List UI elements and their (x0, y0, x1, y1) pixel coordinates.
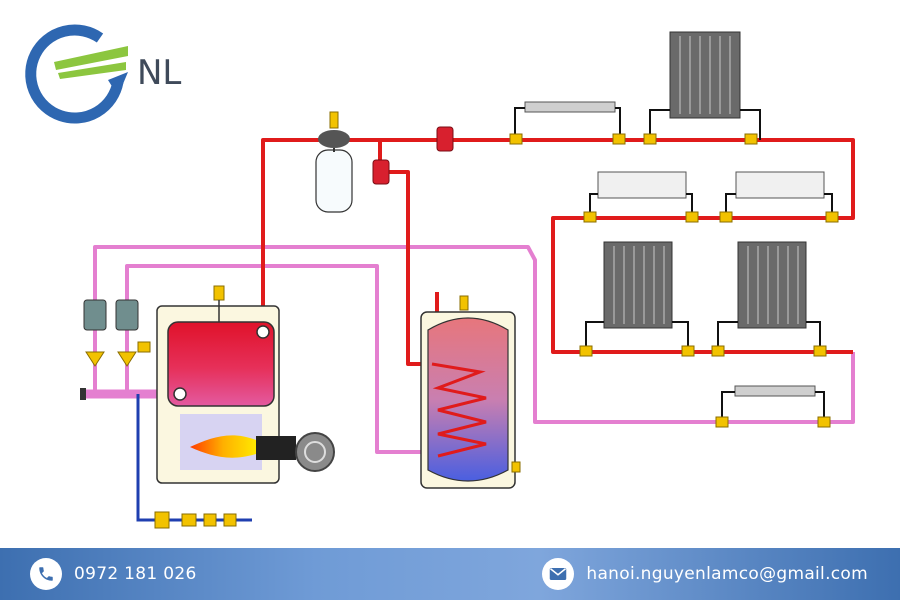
hot-water-cylinder (420, 295, 521, 489)
panel-body (597, 171, 687, 199)
pump-2 (115, 299, 139, 331)
radiator-body (669, 31, 741, 119)
email-address: hanoi.nguyenlamco@gmail.com (586, 564, 868, 584)
check-valve-cold (223, 513, 237, 527)
boiler-water-jacket (167, 321, 275, 407)
check-valve-1 (85, 351, 105, 367)
supply-pipe-main (261, 138, 855, 354)
return-pipe-main (93, 245, 855, 424)
boiler-outlet (256, 325, 270, 339)
air-vent (329, 111, 339, 129)
circulation-pumps (83, 299, 151, 367)
radiator-body (603, 241, 673, 329)
contact-footer: 0972 181 026 hanoi.nguyenlamco@gmail.com (0, 548, 900, 600)
email-contact[interactable]: hanoi.nguyenlamco@gmail.com (542, 558, 868, 590)
strainer (181, 513, 197, 527)
phone-contact[interactable]: 0972 181 026 (30, 558, 197, 590)
boiler (156, 285, 335, 484)
isolation-valve-cold (203, 513, 217, 527)
logo-stripe-1 (54, 46, 128, 70)
radiator-connections (585, 321, 689, 352)
expansion-vessel (315, 149, 353, 213)
radiator-column-left (585, 241, 689, 352)
panel-radiator-2 (725, 171, 833, 218)
panel-connections (725, 193, 833, 218)
radiator-fins (747, 246, 799, 324)
radiator-fins (613, 246, 665, 324)
cylinder-relief-valve (459, 295, 469, 311)
radiator-connections (649, 109, 761, 140)
logo-arrow (108, 72, 128, 96)
bypass-valve (137, 341, 151, 353)
convector-connections (721, 391, 825, 422)
air-separator (318, 130, 350, 148)
radiators (514, 31, 833, 422)
convector-body (734, 385, 816, 397)
control-valves (372, 126, 454, 185)
convector-connections (514, 107, 621, 140)
burner-fan-ring (304, 441, 326, 463)
cold-inlet-fittings (154, 511, 237, 529)
company-logo: NL (25, 24, 181, 124)
boiler-safety-valve (213, 285, 225, 301)
burner-body (256, 436, 296, 460)
panel-radiator-1 (589, 171, 693, 218)
mail-icon (542, 558, 575, 590)
boiler-inlet (173, 387, 187, 401)
convector-body (524, 101, 616, 113)
logo-text: NL (137, 53, 181, 93)
zone-valve-1 (436, 126, 454, 152)
header-end-cap (80, 388, 86, 400)
zone-valve-2 (372, 159, 390, 185)
convector-top (514, 101, 621, 140)
radiator-fins (679, 36, 731, 114)
check-valve-2 (117, 351, 137, 367)
radiator-column-top (649, 31, 761, 140)
pump-1 (83, 299, 107, 331)
panel-connections (589, 193, 693, 218)
logo-swoosh (25, 24, 124, 124)
panel-body (735, 171, 825, 199)
expansion-tank (315, 111, 353, 213)
radiator-valves (509, 133, 839, 428)
cylinder-tank (427, 317, 509, 482)
radiator-column-right (717, 241, 821, 352)
pressure-reducer (154, 511, 170, 529)
phone-number: 0972 181 026 (74, 564, 197, 584)
burner-fan (295, 432, 335, 472)
burner-flame (190, 435, 256, 458)
logo-stripe-2 (58, 62, 126, 79)
phone-icon (30, 558, 62, 590)
cylinder-drain-valve (511, 461, 521, 473)
convector-bottom (721, 385, 825, 422)
radiator-connections (717, 321, 821, 352)
radiator-body (737, 241, 807, 329)
heat-exchanger-coil (431, 362, 487, 458)
heating-system-diagram: NL (25, 24, 855, 529)
